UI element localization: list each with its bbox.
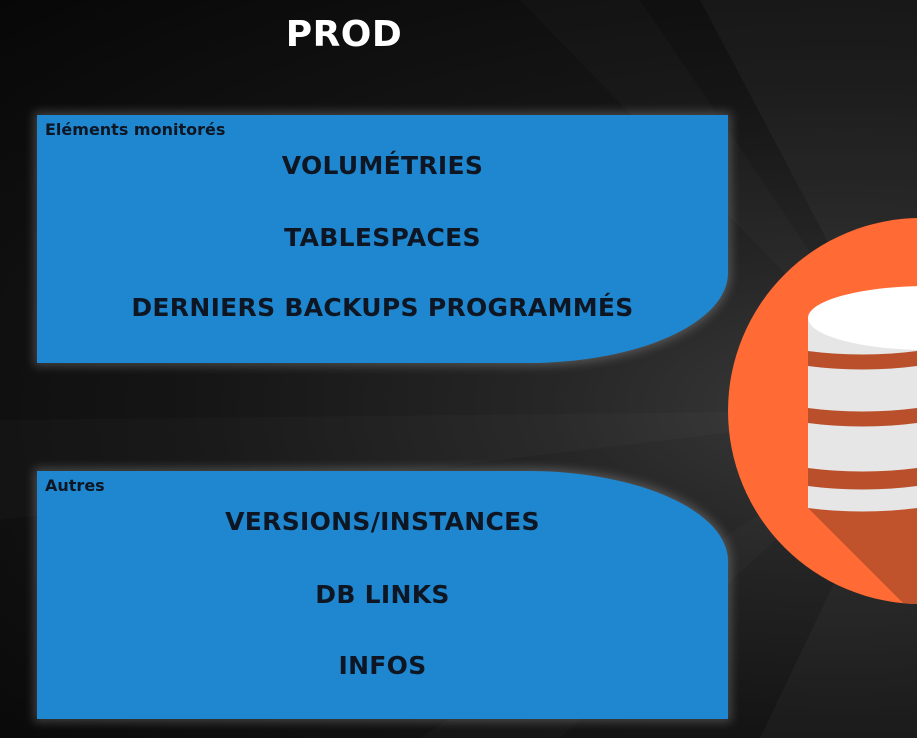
volumetries-link[interactable]: VOLUMÉTRIES <box>281 151 484 180</box>
page-title: PROD <box>285 14 403 55</box>
monitored-elements-panel: Eléments monitorés VOLUMÉTRIES TABLESPAC… <box>37 115 728 363</box>
versions-instances-link[interactable]: VERSIONS/INSTANCES <box>225 507 540 536</box>
infos-link[interactable]: INFOS <box>338 651 427 680</box>
others-label: Autres <box>45 476 105 495</box>
scheduled-backups-link[interactable]: DERNIERS BACKUPS PROGRAMMÉS <box>131 293 634 322</box>
db-links-link[interactable]: DB LINKS <box>315 580 450 609</box>
tablespaces-link[interactable]: TABLESPACES <box>284 223 481 252</box>
database-icon <box>728 218 917 608</box>
monitored-elements-label: Eléments monitorés <box>45 120 226 139</box>
others-panel: Autres VERSIONS/INSTANCES DB LINKS INFOS <box>37 471 728 719</box>
